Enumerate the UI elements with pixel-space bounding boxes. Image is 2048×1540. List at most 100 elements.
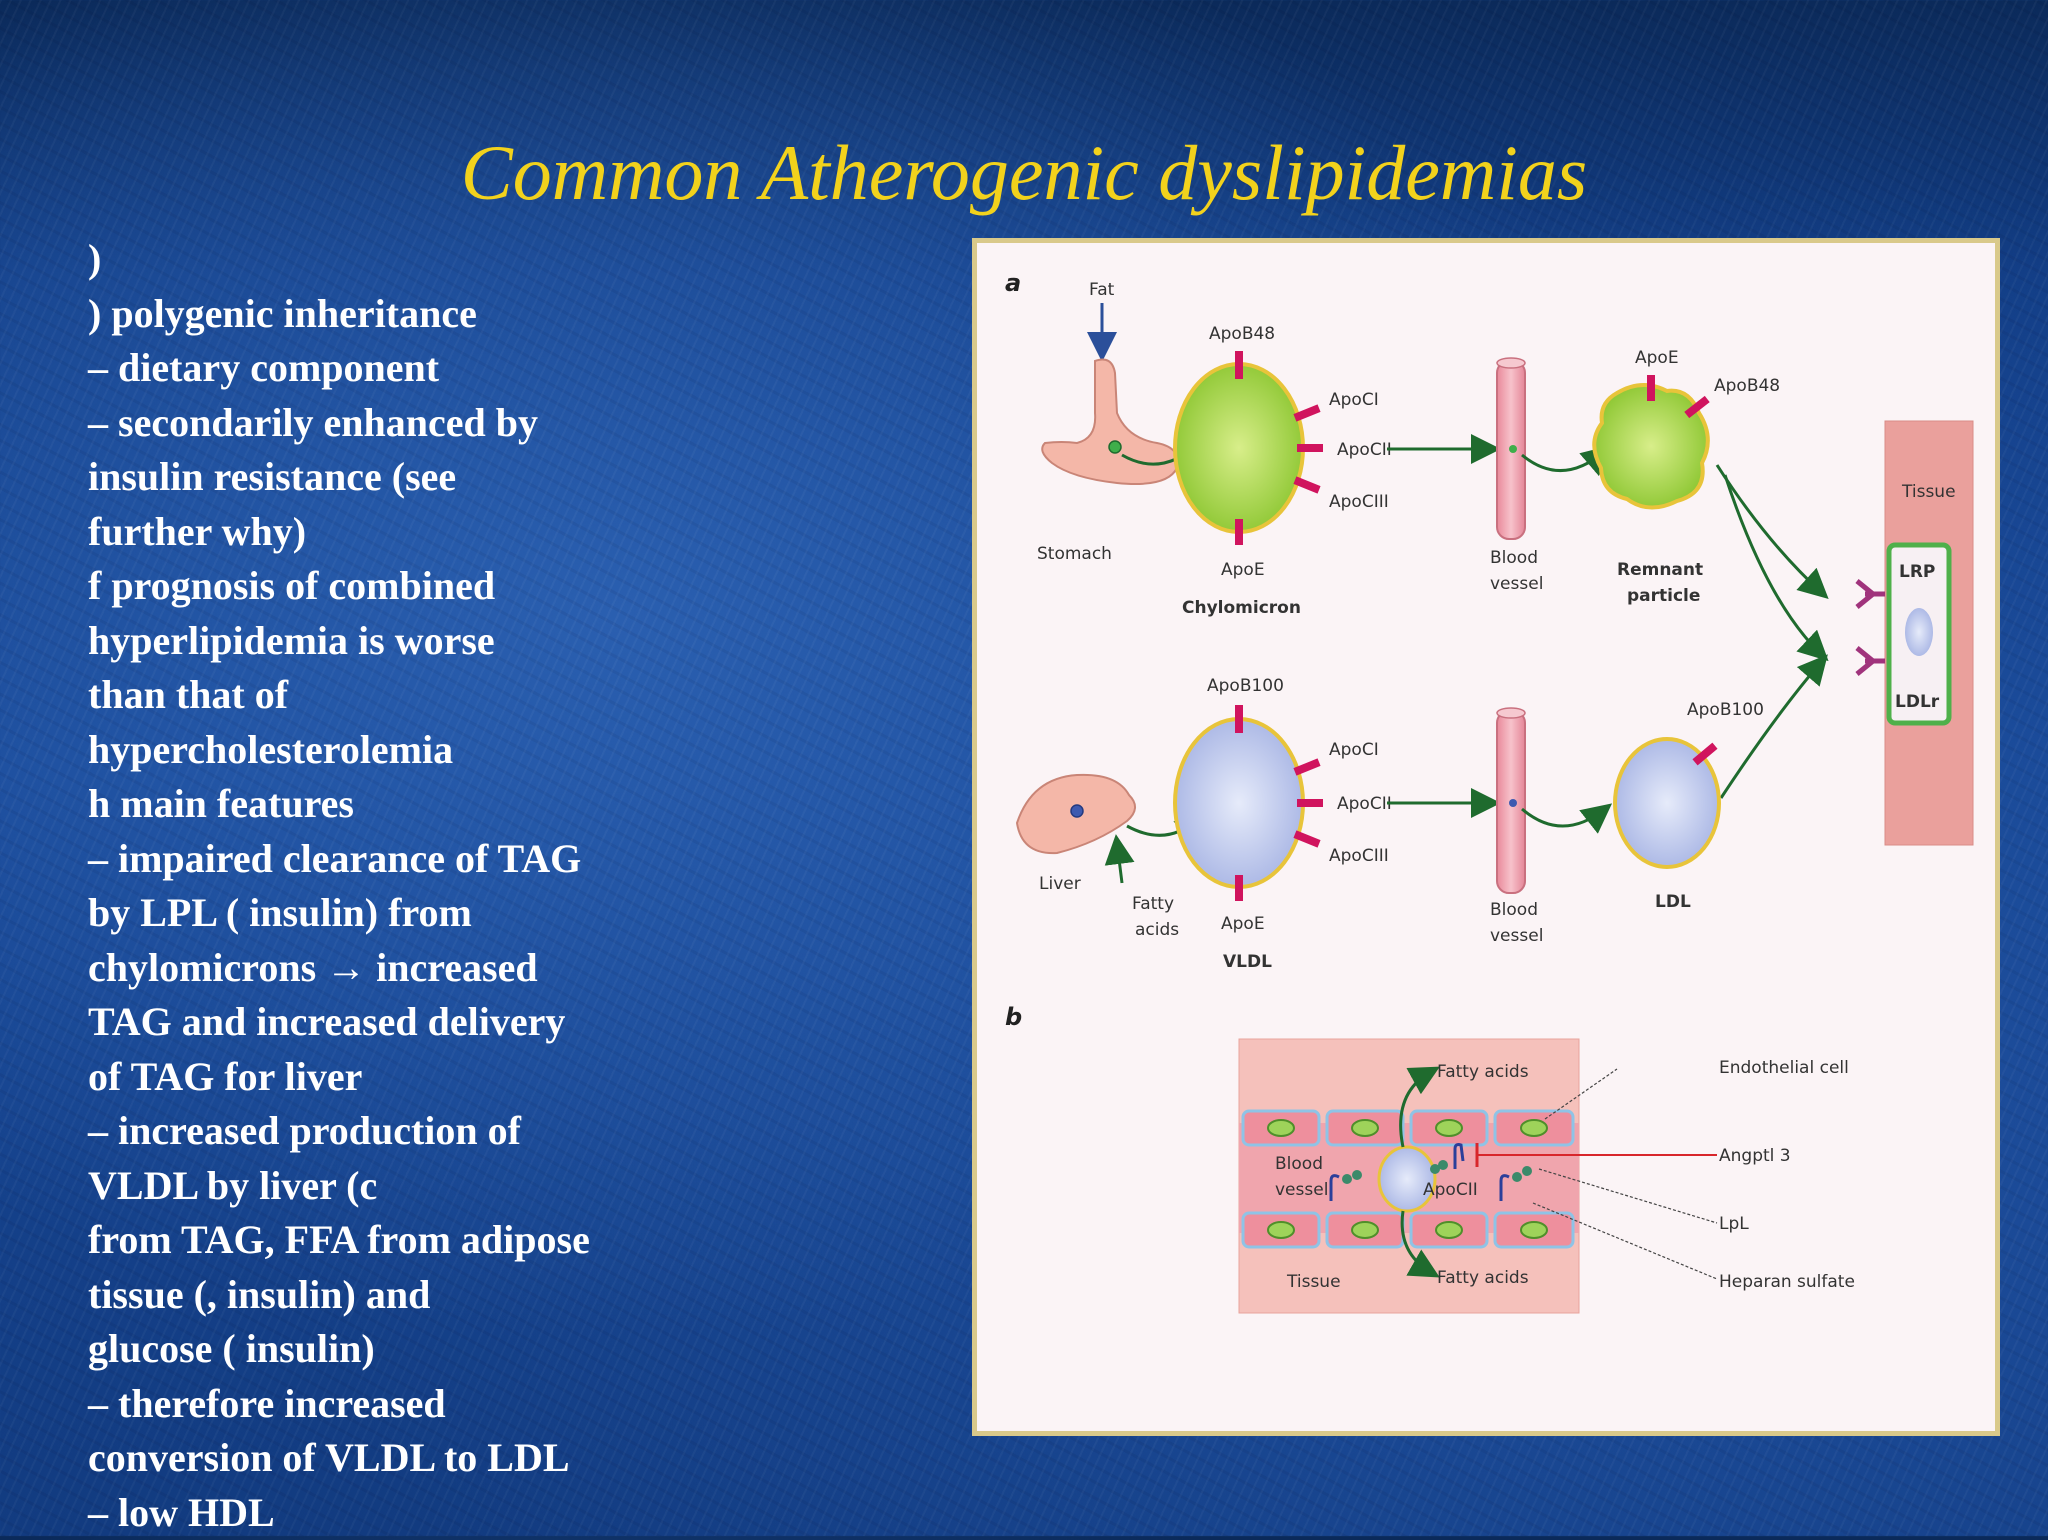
vessel-opening bbox=[1497, 358, 1525, 368]
apoci-marker bbox=[1293, 404, 1320, 421]
lipid-droplet-icon bbox=[1109, 441, 1121, 453]
panel-b-label: b bbox=[1005, 1003, 1022, 1031]
apoci-label: ApoCI bbox=[1329, 740, 1379, 760]
bullet-line: f prognosis of combined bbox=[88, 559, 688, 614]
ldlr-label: LDLr bbox=[1895, 692, 1940, 712]
blood-vessel-label: vessel bbox=[1490, 574, 1543, 594]
bullet-line: h main features bbox=[88, 777, 688, 832]
apoe-marker bbox=[1235, 519, 1243, 545]
apocii-b-label: ApoCII bbox=[1423, 1180, 1478, 1200]
bullet-line: – dietary component bbox=[88, 341, 688, 396]
lipoprotein-particle bbox=[1379, 1147, 1435, 1211]
liver-label: Liver bbox=[1039, 874, 1081, 894]
bullet-line: hyperlipidemia is worse bbox=[88, 614, 688, 669]
vessel-opening bbox=[1497, 708, 1525, 718]
bullet-line: tissue (, insulin) and bbox=[88, 1268, 688, 1323]
bullet-line: further why) bbox=[88, 505, 688, 560]
bullet-line: VLDL by liver (c bbox=[88, 1159, 688, 1214]
flow-arrow bbox=[1721, 661, 1822, 798]
apoe-label: ApoE bbox=[1221, 560, 1265, 580]
apocii-marker bbox=[1297, 444, 1323, 452]
fatty-acids-bottom-label: Fatty acids bbox=[1437, 1268, 1529, 1288]
apocii-marker bbox=[1297, 799, 1323, 807]
apocii-label: ApoCII bbox=[1337, 440, 1392, 460]
blood-vessel-label: Blood bbox=[1490, 900, 1538, 920]
lipoprotein-figure: a b Fat Stomach ApoB48 ApoCI ApoCII ApoC… bbox=[972, 238, 2000, 1436]
bullet-line: – therefore increased bbox=[88, 1377, 688, 1432]
bullet-line: ) polygenic inheritance bbox=[88, 287, 688, 342]
lipoprotein-diagram: a b Fat Stomach ApoB48 ApoCI ApoCII ApoC… bbox=[977, 243, 1995, 1431]
bullet-line: TAG and increased delivery bbox=[88, 995, 688, 1050]
slide-title: Common Atherogenic dyslipidemias bbox=[0, 128, 2048, 218]
lipid-droplet-icon bbox=[1071, 805, 1083, 817]
fatty-acids-top-label: Fatty acids bbox=[1437, 1062, 1529, 1082]
bullet-line: glucose ( insulin) bbox=[88, 1322, 688, 1377]
bullet-line: – impaired clearance of TAG bbox=[88, 832, 688, 887]
apoci-label: ApoCI bbox=[1329, 390, 1379, 410]
apocii-label: ApoCII bbox=[1337, 794, 1392, 814]
fatty-acids-label: acids bbox=[1135, 920, 1179, 940]
tissue-label: Tissue bbox=[1901, 482, 1956, 502]
ldl-label: LDL bbox=[1655, 892, 1691, 912]
blood-vessel-b-label: vessel bbox=[1275, 1180, 1328, 1200]
apociii-marker bbox=[1293, 830, 1320, 847]
remnant-particle bbox=[1594, 385, 1708, 508]
ldlr-receptor-icon bbox=[1857, 648, 1885, 674]
apoe-label: ApoE bbox=[1221, 914, 1265, 934]
blood-vessel-label: vessel bbox=[1490, 926, 1543, 946]
bullet-line: ) bbox=[88, 232, 688, 287]
apociii-marker bbox=[1293, 476, 1320, 493]
flow-arrow bbox=[1522, 809, 1605, 826]
vldl-particle bbox=[1175, 719, 1303, 887]
bullet-line: – secondarily enhanced by bbox=[88, 396, 688, 451]
apob100-ldl-label: ApoB100 bbox=[1687, 700, 1764, 720]
apob100-label: ApoB100 bbox=[1207, 676, 1284, 696]
bullet-line: chylomicrons → increased bbox=[88, 941, 688, 996]
stomach-label: Stomach bbox=[1037, 544, 1112, 564]
vldl-label: VLDL bbox=[1223, 952, 1272, 972]
lipid-droplet-icon bbox=[1509, 445, 1517, 453]
bullet-line: of TAG for liver bbox=[88, 1050, 688, 1105]
apociii-label: ApoCIII bbox=[1329, 846, 1389, 866]
remnant-label: particle bbox=[1627, 586, 1700, 606]
remnant-label: Remnant bbox=[1617, 560, 1703, 580]
chylomicron-label: Chylomicron bbox=[1182, 598, 1301, 618]
bullet-line: – low HDL bbox=[88, 1486, 688, 1540]
heparan-sulfate-label: Heparan sulfate bbox=[1719, 1272, 1855, 1292]
flow-arrow bbox=[1725, 475, 1822, 655]
panel-a-label: a bbox=[1005, 269, 1021, 297]
chylomicron-particle bbox=[1175, 364, 1303, 532]
blood-vessel-b-label: Blood bbox=[1275, 1154, 1323, 1174]
fat-label: Fat bbox=[1089, 280, 1115, 300]
bullet-line: than that of bbox=[88, 668, 688, 723]
flow-arrow bbox=[1522, 451, 1605, 471]
bullet-line: from TAG, FFA from adipose bbox=[88, 1213, 688, 1268]
apoe-marker bbox=[1647, 375, 1655, 401]
bullet-list: ) ) polygenic inheritance – dietary comp… bbox=[88, 232, 688, 1540]
lpl-label: LpL bbox=[1719, 1214, 1749, 1234]
angptl3-label: Angptl 3 bbox=[1719, 1146, 1791, 1166]
lrp-receptor-icon bbox=[1857, 581, 1885, 607]
apob48-marker bbox=[1235, 351, 1243, 379]
flow-arrow bbox=[1717, 465, 1822, 593]
apoci-marker bbox=[1293, 758, 1320, 775]
endothelial-cell-label: Endothelial cell bbox=[1719, 1058, 1849, 1078]
tissue-b-label: Tissue bbox=[1286, 1272, 1341, 1292]
fatty-acids-label: Fatty bbox=[1132, 894, 1174, 914]
receptor-vesicle bbox=[1905, 608, 1933, 656]
bullet-line: conversion of VLDL to LDL bbox=[88, 1431, 688, 1486]
bullet-line: by LPL ( insulin) from bbox=[88, 886, 688, 941]
bullet-line: – increased production of bbox=[88, 1104, 688, 1159]
blood-vessel-label: Blood bbox=[1490, 548, 1538, 568]
apociii-label: ApoCIII bbox=[1329, 492, 1389, 512]
apob100-marker bbox=[1235, 705, 1243, 733]
apoe-remnant-label: ApoE bbox=[1635, 348, 1679, 368]
apoe-marker bbox=[1235, 875, 1243, 901]
bullet-line: insulin resistance (see bbox=[88, 450, 688, 505]
apob48-label: ApoB48 bbox=[1209, 324, 1275, 344]
lrp-label: LRP bbox=[1899, 562, 1935, 582]
apob48-remnant-label: ApoB48 bbox=[1714, 376, 1780, 396]
bullet-line: hypercholesterolemia bbox=[88, 723, 688, 778]
lipid-droplet-icon bbox=[1509, 799, 1517, 807]
fatty-acid-arrow bbox=[1117, 843, 1122, 883]
